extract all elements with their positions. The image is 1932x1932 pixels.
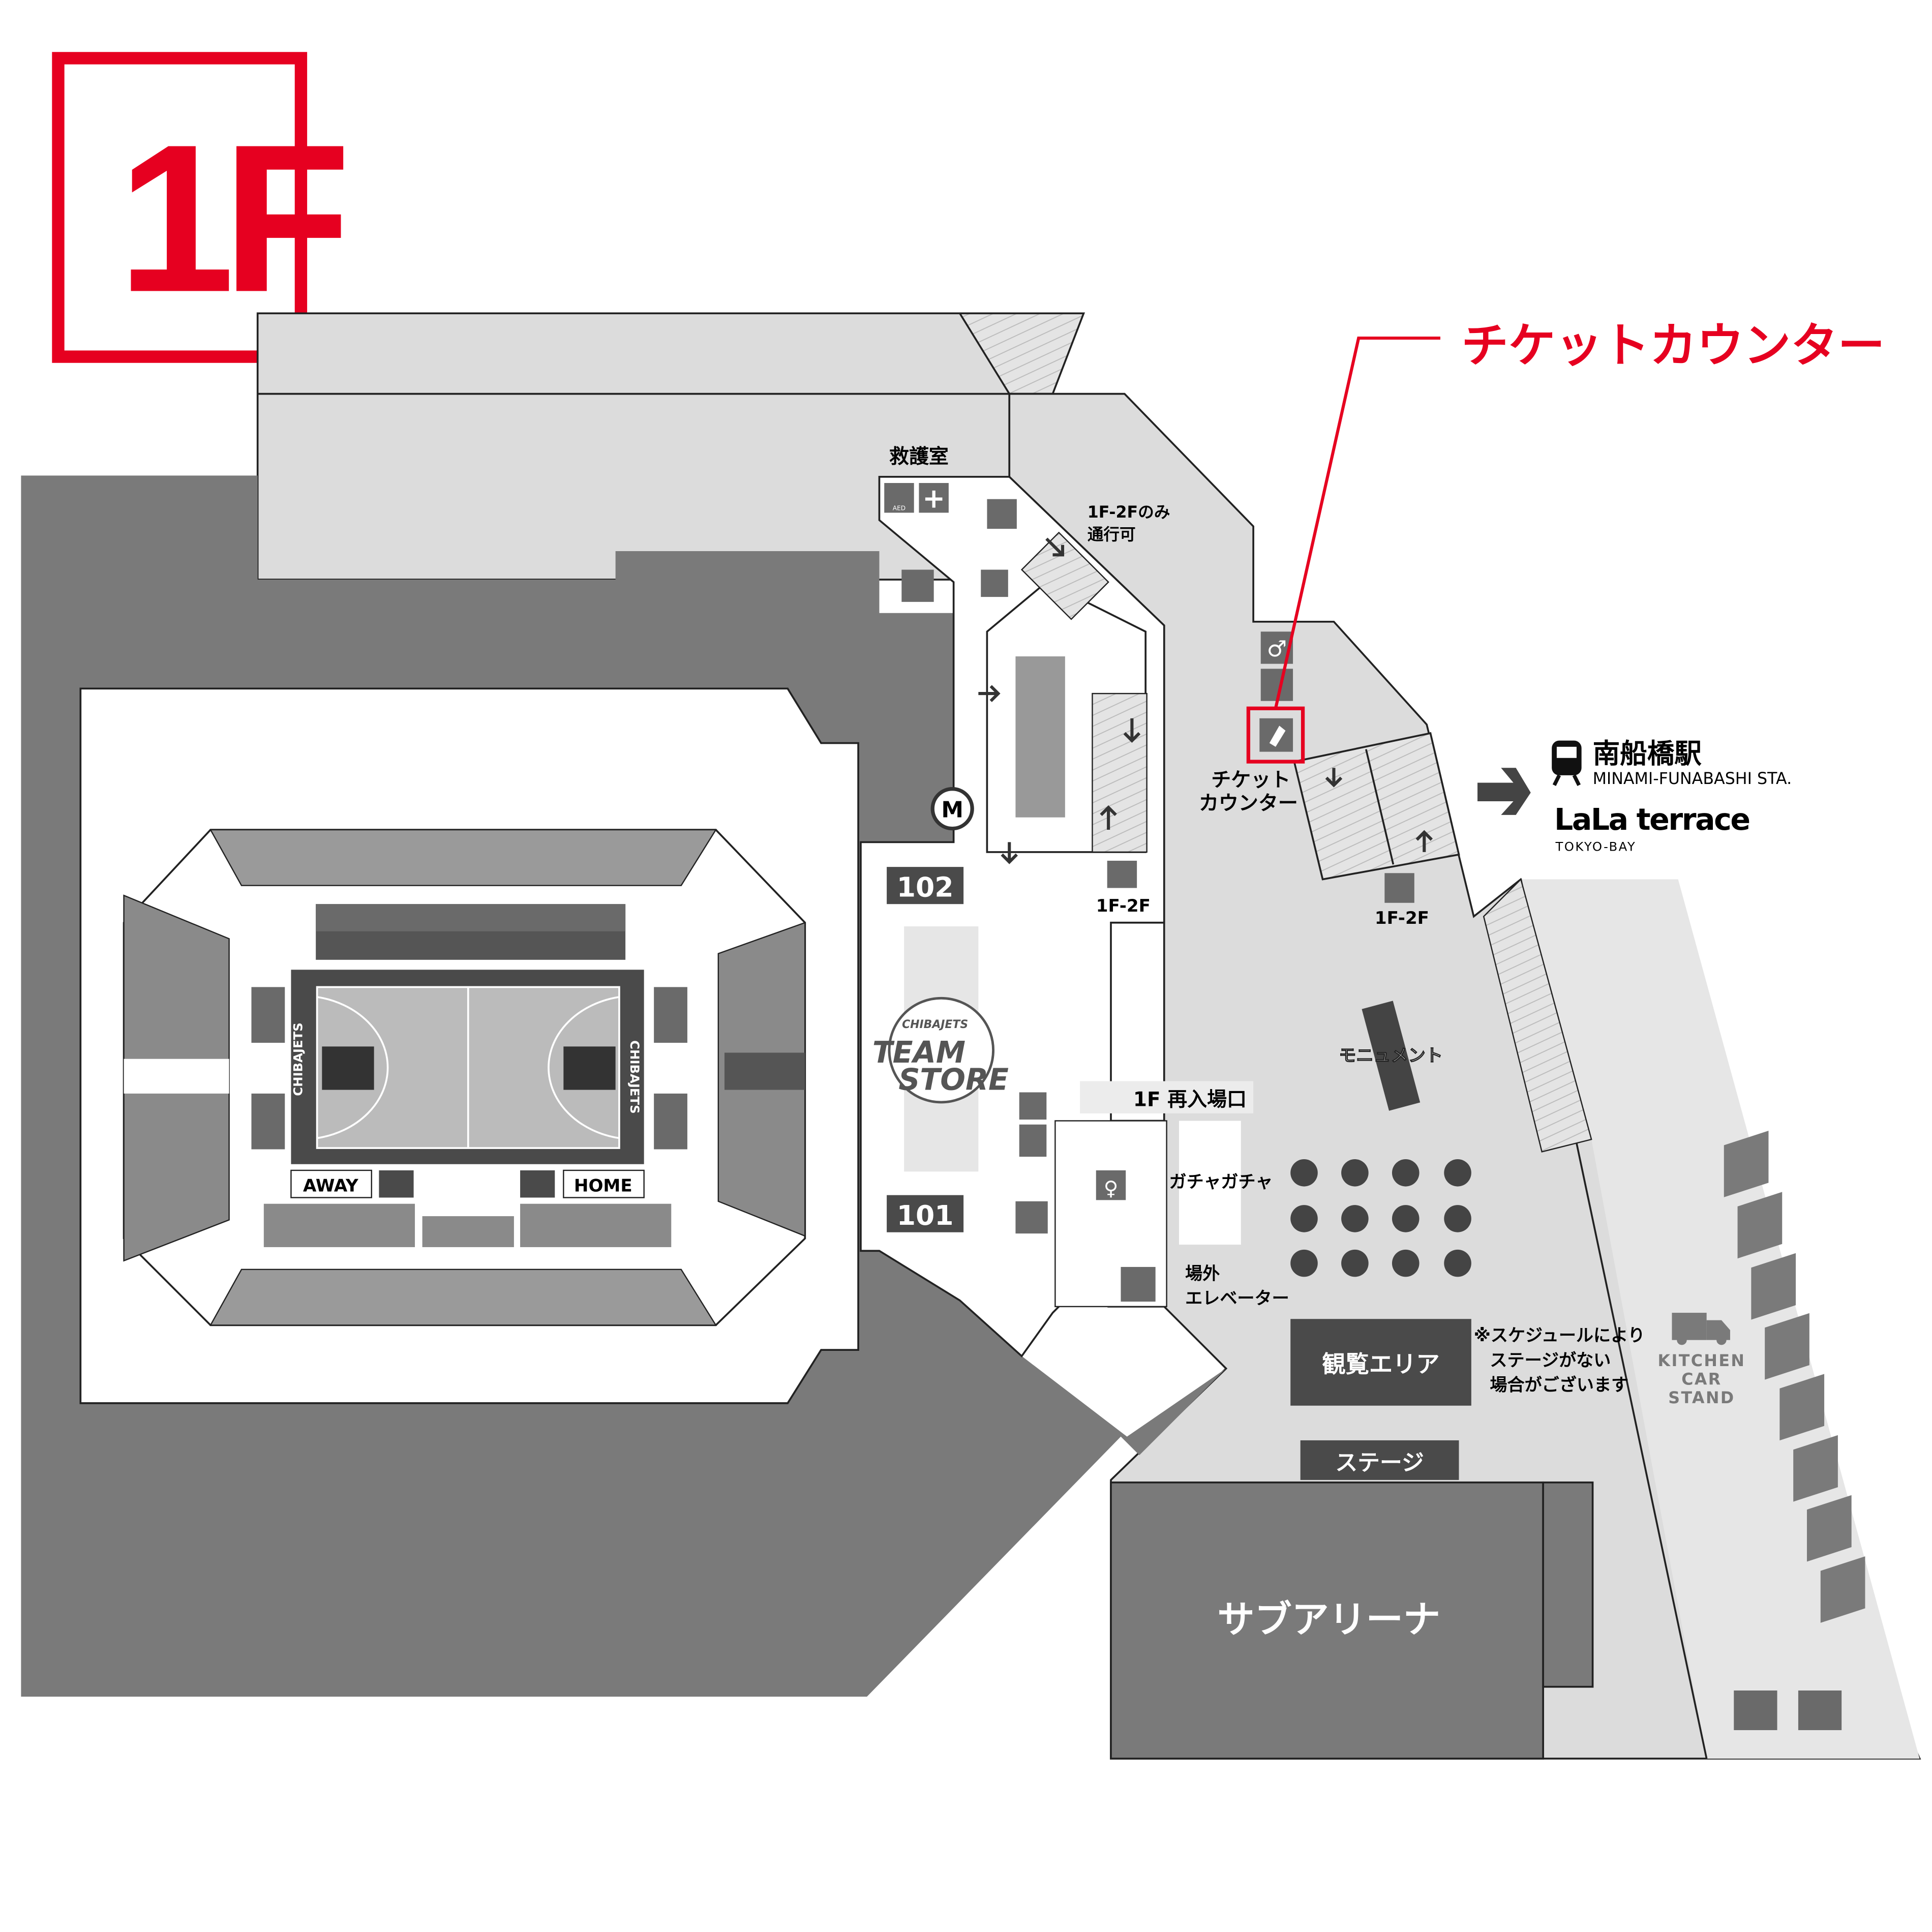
food-icon xyxy=(1798,1691,1842,1730)
side-ramp xyxy=(1483,878,1592,1153)
restroom-block xyxy=(1015,656,1065,818)
monument-label: モニュメント xyxy=(1339,1046,1443,1066)
note-line-1: ※スケジュールにより xyxy=(1474,1325,1645,1346)
escalator-icon xyxy=(1107,860,1137,888)
cross-glyph: + xyxy=(922,482,945,515)
callout-line xyxy=(1274,336,1440,709)
one-way-label-2: 通行可 xyxy=(1088,526,1136,544)
aed-icon-2 xyxy=(1019,1092,1047,1120)
ticket-counter-label-2: カウンター xyxy=(1199,792,1298,815)
truck-icon xyxy=(1672,1313,1730,1345)
monument xyxy=(1362,1001,1421,1111)
svg-text:サブアリーナ: サブアリーナ xyxy=(1218,1598,1440,1642)
wheelchair-icon xyxy=(901,569,934,602)
gate-102 xyxy=(887,867,964,904)
floor-badge: 1F xyxy=(52,52,356,363)
floor-label: 1F xyxy=(117,100,344,336)
person-glyph: ♀ xyxy=(1104,1178,1119,1200)
arrow-to-station xyxy=(1477,768,1531,815)
male-glyph: ♂ xyxy=(1267,636,1287,662)
ext-elevator-label-1: 場外 xyxy=(1185,1263,1220,1284)
svg-text:STORE: STORE xyxy=(898,1063,1009,1097)
stairs-label: 1F-2F xyxy=(1375,908,1429,928)
stage xyxy=(1300,1440,1459,1480)
elevator-icon xyxy=(987,499,1017,529)
seats-north xyxy=(209,829,717,886)
kitchen-label-3: STAND xyxy=(1668,1389,1735,1407)
viewing-area xyxy=(1290,1319,1471,1406)
svg-text:CHIBAJETS: CHIBAJETS xyxy=(902,1018,968,1031)
mall-sub: TOKYO-BAY xyxy=(1555,839,1636,854)
team-store-logo: CHIBAJETS TEAM STORE xyxy=(872,997,1009,1104)
ticket-counter-label-1: チケット xyxy=(1211,769,1290,792)
kitchen-label-2: CAR xyxy=(1681,1370,1722,1388)
wheelchair-icon-2 xyxy=(1015,1201,1048,1234)
court-side-left: CHIBAJETS xyxy=(290,1022,305,1096)
sub-arena xyxy=(1110,1481,1544,1760)
svg-text:101: 101 xyxy=(897,1199,954,1231)
external-elevator-icon xyxy=(1121,1266,1156,1302)
station-name-en: MINAMI-FUNABASHI STA. xyxy=(1593,770,1792,788)
seating-dots xyxy=(1290,1159,1471,1277)
kids-icon xyxy=(1734,1691,1777,1730)
stairs-upper xyxy=(1020,531,1109,620)
seats-south xyxy=(209,1269,717,1326)
court-side-right: CHIBAJETS xyxy=(627,1040,642,1114)
aed-label: AED xyxy=(893,505,905,512)
stairs-icon-2 xyxy=(1384,873,1414,903)
svg-text:TEAM: TEAM xyxy=(872,1035,965,1070)
ext-elevator-label-2: エレベーター xyxy=(1185,1288,1289,1309)
restroom-icon xyxy=(1096,1170,1126,1200)
merch-marker: M xyxy=(930,787,974,831)
svg-text:102: 102 xyxy=(897,871,954,903)
female-restroom-icon xyxy=(1260,669,1293,701)
svg-text:観覧エリア: 観覧エリア xyxy=(1322,1350,1439,1378)
away-label: AWAY xyxy=(303,1175,359,1196)
upper-concourse xyxy=(256,312,1011,581)
gate-101 xyxy=(887,1195,964,1232)
home-label: HOME xyxy=(574,1175,632,1196)
svg-text:M: M xyxy=(941,797,963,823)
kitchen-car-stalls xyxy=(1724,1131,1865,1623)
reentry-label: 1F 再入場口 xyxy=(1133,1088,1247,1111)
vending-icon xyxy=(1019,1124,1047,1157)
first-aid-icon xyxy=(919,483,949,513)
one-way-label-1: 1F-2Fのみ xyxy=(1088,503,1170,522)
stairs-icon xyxy=(981,569,1008,597)
kitchen-label-1: KITCHEN xyxy=(1658,1352,1746,1370)
note-line-2: ステージがない xyxy=(1490,1350,1611,1371)
gacha-label: ガチャガチャ xyxy=(1169,1172,1273,1192)
svg-text:ステージ: ステージ xyxy=(1335,1450,1424,1475)
train-icon xyxy=(1552,740,1582,786)
escalator-label: 1F-2F xyxy=(1096,896,1151,916)
aed-icon xyxy=(884,483,914,513)
mall-name: LaLa terrace xyxy=(1554,802,1749,837)
first-aid-label: 救護室 xyxy=(889,445,949,468)
callout-label: チケットカウンター xyxy=(1461,318,1885,373)
direction-arrows xyxy=(978,537,1433,864)
station-name-jp: 南船橋駅 xyxy=(1593,738,1702,770)
basketball-court: CHIBAJETS CHIBAJETS xyxy=(290,970,644,1164)
note-line-3: 場合がございます xyxy=(1490,1375,1628,1396)
escalator xyxy=(1092,692,1148,853)
